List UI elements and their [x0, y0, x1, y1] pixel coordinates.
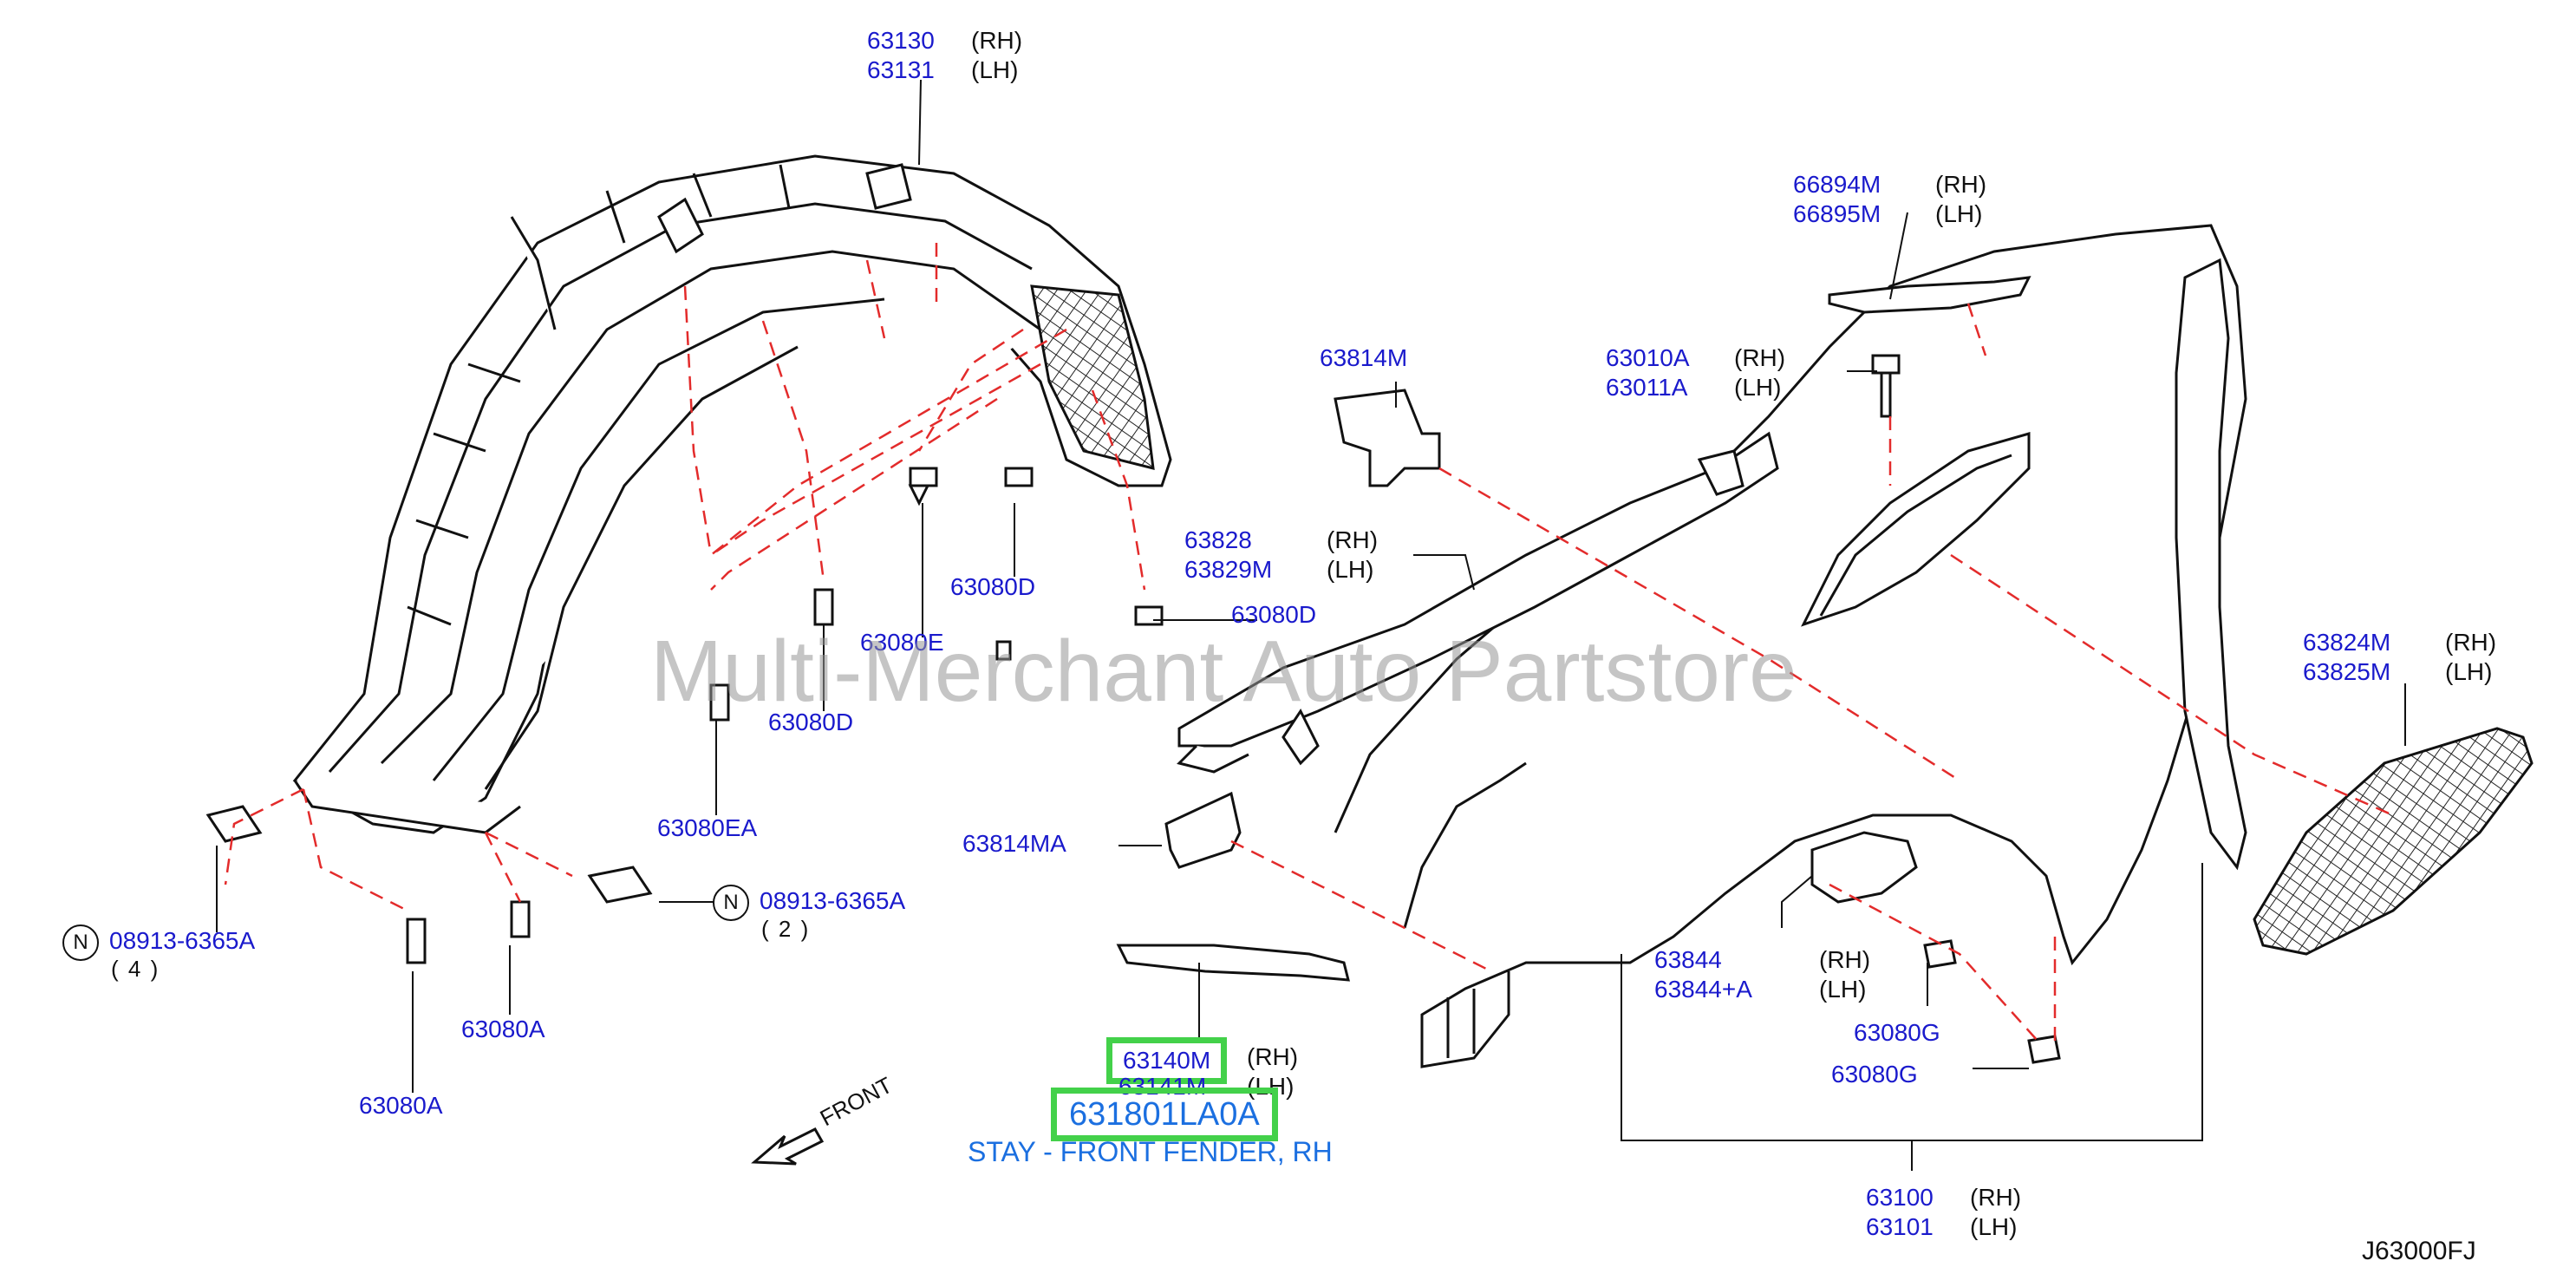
- callout-63080EA[interactable]: 63080EA: [657, 814, 758, 841]
- callout-63140M-highlighted[interactable]: 63140M: [1106, 1037, 1228, 1084]
- callout-63080A-a[interactable]: 63080A: [461, 1016, 545, 1042]
- part-description: STAY - FRONT FENDER, RH: [968, 1136, 1333, 1167]
- side-lh-63825M: (LH): [2445, 658, 2493, 685]
- small-parts-drawing: [205, 258, 2534, 1064]
- callout-63080D-a[interactable]: 63080D: [950, 573, 1036, 600]
- side-lh-63829M: (LH): [1327, 556, 1374, 583]
- callout-63828[interactable]: 63828: [1184, 526, 1252, 553]
- callout-63080D-b[interactable]: 63080D: [1231, 601, 1317, 628]
- nut-symbol-mid: N: [713, 885, 749, 921]
- side-rh-63140M: (RH): [1247, 1043, 1299, 1070]
- callout-63814MA[interactable]: 63814MA: [962, 830, 1066, 857]
- front-arrow-icon: [751, 1127, 825, 1166]
- callout-63825M[interactable]: 63825M: [2303, 658, 2391, 685]
- leader-lines: [216, 79, 2406, 1171]
- side-rh-63828: (RH): [1327, 526, 1379, 553]
- callout-63141M[interactable]: 63141M: [1118, 1073, 1207, 1100]
- side-lh-63131: (LH): [971, 56, 1019, 83]
- callout-63011A[interactable]: 63011A: [1606, 374, 1688, 401]
- qty-left: ( 4 ): [111, 956, 160, 982]
- side-lh-66895M: (LH): [1935, 200, 1983, 227]
- side-rh-63824M: (RH): [2445, 629, 2497, 656]
- callout-63824M[interactable]: 63824M: [2303, 629, 2391, 656]
- side-lh-63141M: (LH): [1247, 1073, 1295, 1100]
- side-rh-63100: (RH): [1970, 1184, 2022, 1211]
- callout-63844A[interactable]: 63844+A: [1654, 976, 1752, 1003]
- rail-drawing: [1177, 431, 1779, 774]
- callout-66894M[interactable]: 66894M: [1793, 171, 1881, 198]
- fender-liner-drawing: [292, 154, 1172, 834]
- fender-panel-drawing: [1334, 224, 2247, 1068]
- callout-66895M[interactable]: 66895M: [1793, 200, 1881, 227]
- side-rh-63844: (RH): [1819, 946, 1871, 973]
- callout-63131[interactable]: 63131: [867, 56, 935, 83]
- nut-symbol-left: N: [62, 924, 99, 961]
- callout-63080G-a[interactable]: 63080G: [1854, 1019, 1940, 1046]
- callout-08913-6365A-mid[interactable]: 08913-6365A: [760, 887, 906, 914]
- callout-63080D-c[interactable]: 63080D: [768, 709, 854, 735]
- side-rh-63010A: (RH): [1734, 344, 1786, 371]
- side-lh-63101: (LH): [1970, 1213, 2018, 1240]
- callout-63829M[interactable]: 63829M: [1184, 556, 1273, 583]
- highlighted-part-number[interactable]: 631801LA0A: [1051, 1088, 1278, 1141]
- callout-63130[interactable]: 63130: [867, 27, 935, 54]
- diagram-code: J63000FJ: [2362, 1237, 2476, 1265]
- callout-63080G-b[interactable]: 63080G: [1831, 1061, 1918, 1088]
- callout-63010A[interactable]: 63010A: [1606, 344, 1690, 371]
- callout-63101[interactable]: 63101: [1866, 1213, 1934, 1240]
- callout-63080E[interactable]: 63080E: [860, 629, 944, 656]
- side-lh-63844A: (LH): [1819, 976, 1867, 1003]
- reference-lines: [224, 243, 2394, 1042]
- side-rh-63130: (RH): [971, 27, 1023, 54]
- liner-grill-mesh: [1030, 284, 1155, 470]
- callout-63080A-b[interactable]: 63080A: [359, 1092, 443, 1119]
- callout-63100[interactable]: 63100: [1866, 1184, 1934, 1211]
- side-rh-66894M: (RH): [1935, 171, 1987, 198]
- callout-08913-6365A-left[interactable]: 08913-6365A: [109, 927, 256, 954]
- callout-63814M[interactable]: 63814M: [1320, 344, 1408, 371]
- side-lh-63011A: (LH): [1734, 374, 1782, 401]
- qty-mid: ( 2 ): [761, 916, 811, 942]
- callout-63844[interactable]: 63844: [1654, 946, 1722, 973]
